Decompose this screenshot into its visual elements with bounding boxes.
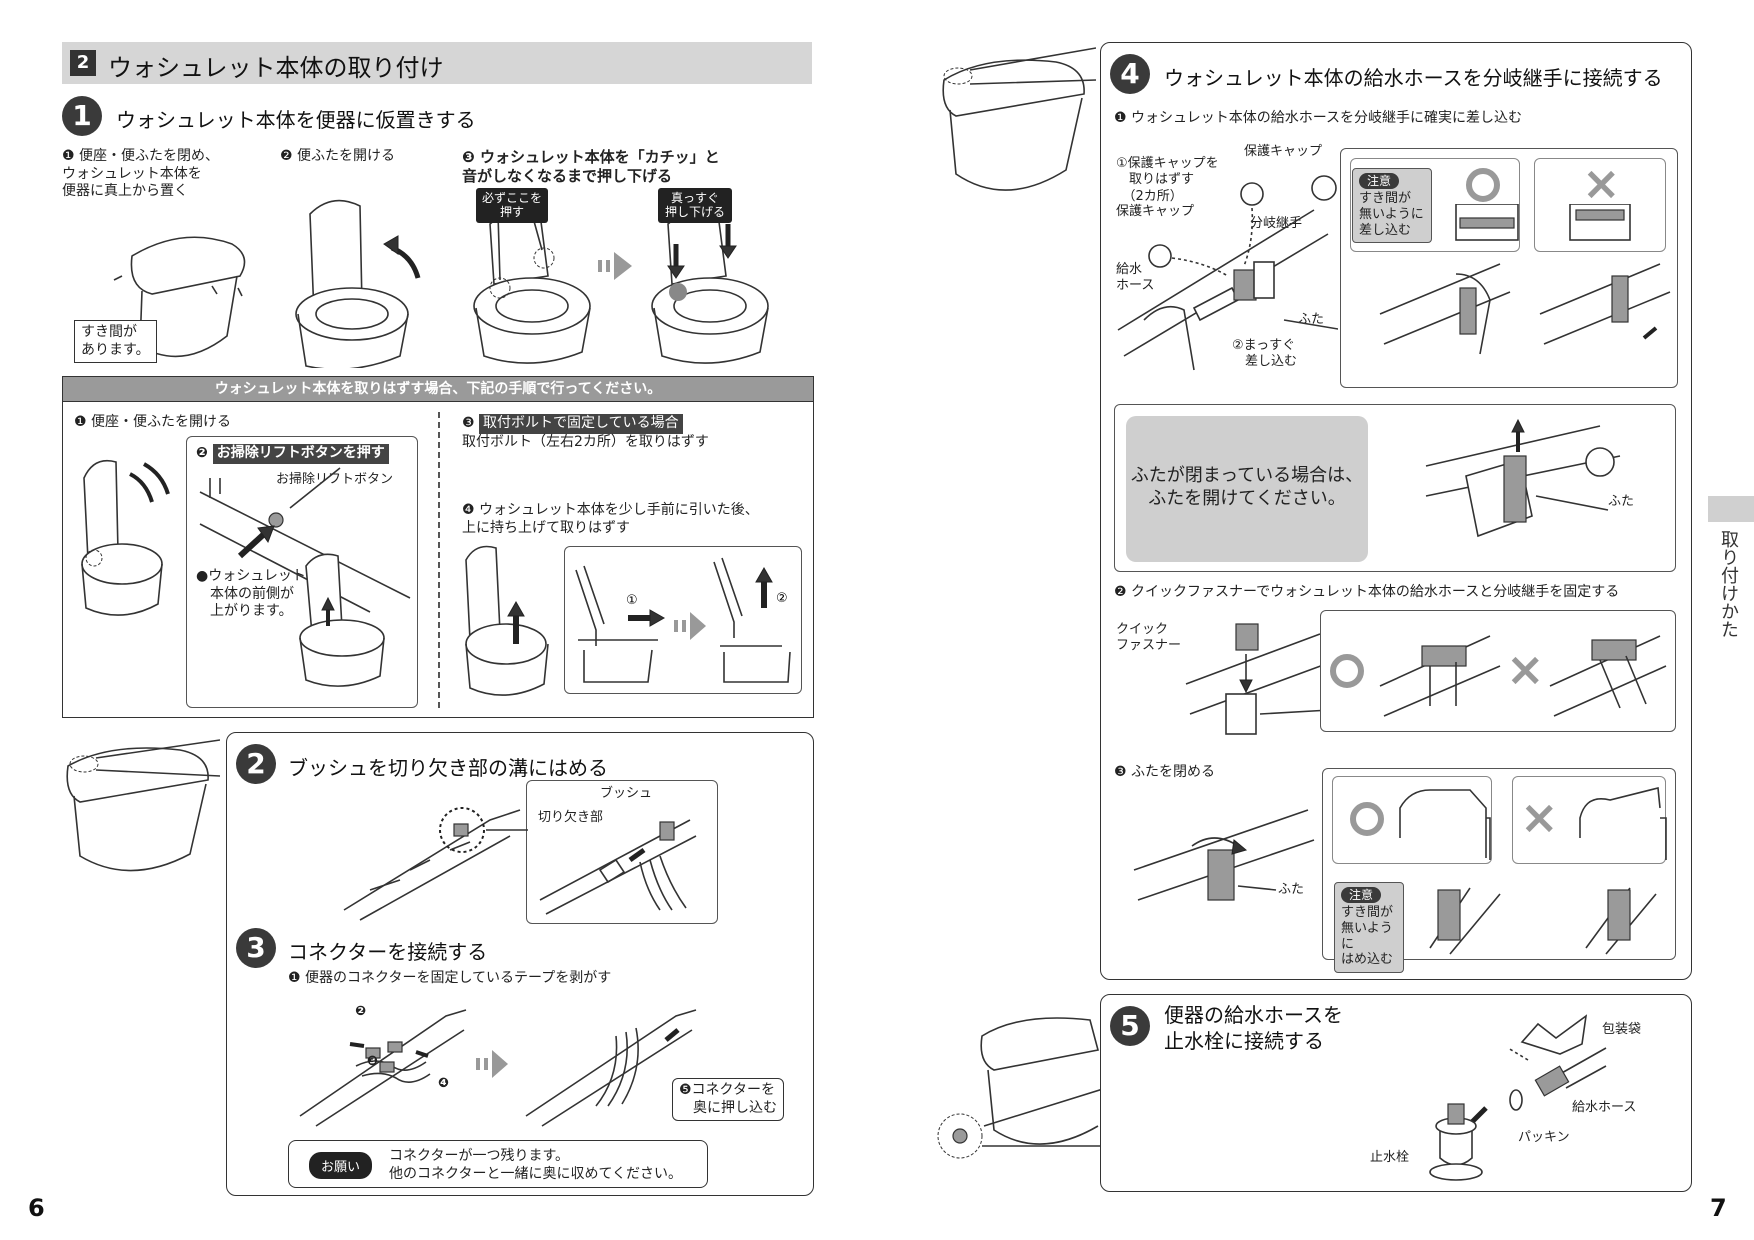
removal-lift-panel	[186, 436, 418, 708]
lid-closed-message: ふたが閉まっている場合は、 ふたを開けてください。	[1126, 416, 1368, 562]
removal-pull-illustration: ① ②	[465, 545, 791, 696]
connector-mark-4: ❹	[438, 1076, 450, 1091]
label-bush: ブッシュ	[600, 786, 653, 801]
notice-fit: 注意すき間が 無いように はめ込む	[1334, 882, 1404, 973]
step3-sub1: ❶ 便器のコネクターを固定しているテープを剥がす	[288, 970, 612, 986]
step5-illustration	[1429, 1014, 1607, 1181]
removal-header: ウォシュレット本体を取りはずす場合、下記の手順で行ってください。	[62, 376, 814, 402]
step3-illustration	[299, 1009, 697, 1127]
bag-label: 包装袋	[1602, 1022, 1642, 1037]
cap-remove-label: ①保護キャップを 取りはずす （2カ所）	[1116, 156, 1219, 204]
sidebar-label: 取り付けかた	[1718, 530, 1739, 638]
close-lid-check-illustration	[1399, 786, 1667, 955]
tag-push-straight: 真っすぐ 押し下げる	[658, 188, 732, 223]
step1-sub3: ❸ ウォシュレット本体を「カチッ」と 音がしなくなるまで押し下げる	[462, 148, 720, 185]
bad-mark-icon: ×	[1582, 156, 1621, 210]
section-title-bar: 2 ウォシュレット本体の取り付け	[62, 42, 812, 84]
page-number-left: 6	[28, 1194, 45, 1222]
bad-mark-icon-2: ×	[1506, 642, 1545, 696]
cap-label-2: 保護キャップ	[1116, 204, 1195, 219]
lift-button-label: お掃除リフトボタン	[276, 472, 394, 487]
branch-label: 分岐継手	[1250, 216, 1303, 231]
insert-label: ②まっすぐ 差し込む	[1232, 338, 1298, 370]
step4-sub1: ❶ ウォシュレット本体の給水ホースを分岐継手に確実に差し込む	[1114, 110, 1523, 126]
step5-title: 便器の給水ホースを 止水栓に接続する	[1164, 1003, 1343, 1053]
sidebar-tab	[1708, 496, 1754, 522]
connector-mark-3: ❸	[367, 1054, 379, 1069]
step1-title: ウォシュレット本体を便器に仮置きする	[116, 108, 476, 132]
request-tag: お願い	[309, 1152, 373, 1179]
step4-sub2: ❷ クイックファスナーでウォシュレット本体の給水ホースと分岐継手を固定する	[1114, 584, 1620, 600]
label-notch: 切り欠き部	[538, 810, 604, 825]
step4-check-illustration	[1379, 204, 1671, 355]
gap-label: すき間が あります。	[74, 320, 157, 363]
step3-title: コネクターを接続する	[288, 940, 488, 964]
step3-number: 3	[236, 928, 276, 968]
packing-label: パッキン	[1518, 1130, 1570, 1145]
step2-number: 2	[236, 744, 276, 784]
step1-number: 1	[62, 96, 102, 136]
connector-push-label: ❺コネクターを 奥に押し込む	[672, 1078, 784, 1121]
step2-detail-panel	[526, 780, 718, 924]
quick-fastener-illustration	[1185, 623, 1330, 735]
arrow-label-2: ②	[776, 591, 788, 606]
lid-open-illustration	[1425, 418, 1621, 538]
supply-hose-label: 給水ホース	[1572, 1100, 1637, 1115]
step1-sub2: ❷ 便ふたを開ける	[280, 148, 396, 164]
lid-label-2: ふた	[1608, 494, 1635, 509]
step1-sub1: ❶ 便座・便ふたを閉め、 ウォシュレット本体を 便器に真上から置く	[62, 148, 220, 199]
tag-push-here: 必ずここを 押す	[476, 188, 548, 223]
quick-fastener-check-panel	[1320, 610, 1676, 732]
bad-mark-icon-3: ×	[1520, 790, 1559, 844]
notice-insert: 注意すき間が 無いように 差し込む	[1352, 168, 1432, 244]
quick-fastener-label: クイック ファスナー	[1116, 622, 1182, 654]
good-mark-icon	[1466, 168, 1500, 202]
good-mark-icon-2	[1330, 654, 1364, 688]
hose-label: 給水 ホース	[1116, 262, 1155, 294]
connector-mark-2: ❷	[355, 1004, 367, 1019]
lift-note: ●ウォシュレット 本体の前側が 上がります。	[196, 568, 306, 619]
toilet-thumbnail-left	[66, 739, 220, 872]
removal-step2: ❷ お掃除リフトボタンを押す	[196, 444, 389, 464]
step1-illustrations	[113, 199, 769, 368]
step4-number: 4	[1110, 54, 1150, 94]
step5-number: 5	[1110, 1006, 1150, 1046]
cap-label-1: 保護キャップ	[1244, 144, 1323, 159]
stopcock-label: 止水栓	[1370, 1150, 1410, 1165]
step4-sub3: ❸ ふたを閉める	[1114, 764, 1216, 780]
quick-fastener-check-illustration	[1379, 635, 1667, 717]
page-number-right: 7	[1710, 1194, 1727, 1222]
good-mark-icon-3	[1350, 802, 1384, 836]
step4-hose-illustration	[1117, 175, 1338, 371]
removal-divider	[438, 412, 440, 708]
removal-step4: ❹ ウォシュレット本体を少し手前に引いた後、 上に持ち上げて取りはずす	[462, 502, 759, 536]
request-box: お願い コネクターが一つ残ります。 他のコネクターと一緒に奥に収めてください。	[288, 1140, 708, 1188]
toilet-thumbnail-right	[942, 47, 1096, 191]
section-badge: 2	[70, 50, 96, 76]
removal-illustrations	[81, 459, 411, 687]
removal-step3: ❸ 取付ボルトで固定している場合取付ボルト（左右2カ所）を取りはずす	[462, 414, 709, 450]
step2-title: ブッシュを切り欠き部の溝にはめる	[288, 756, 608, 780]
close-lid-bad-box	[1512, 776, 1666, 864]
arrow-label-1: ①	[626, 593, 638, 608]
section-title: ウォシュレット本体の取り付け	[108, 54, 444, 82]
close-lid-illustration	[1133, 809, 1315, 901]
step5-panel	[1100, 994, 1692, 1192]
toilet-thumbnail-right-2	[937, 1017, 1106, 1159]
lid-label-3: ふた	[1278, 882, 1305, 897]
request-message: コネクターが一つ残ります。 他のコネクターと一緒に奥に収めてください。	[389, 1148, 683, 1183]
step4-title: ウォシュレット本体の給水ホースを分岐継手に接続する	[1164, 66, 1663, 90]
removal-step1: ❶ 便座・便ふたを開ける	[74, 414, 232, 430]
step2-illustration	[343, 807, 697, 921]
